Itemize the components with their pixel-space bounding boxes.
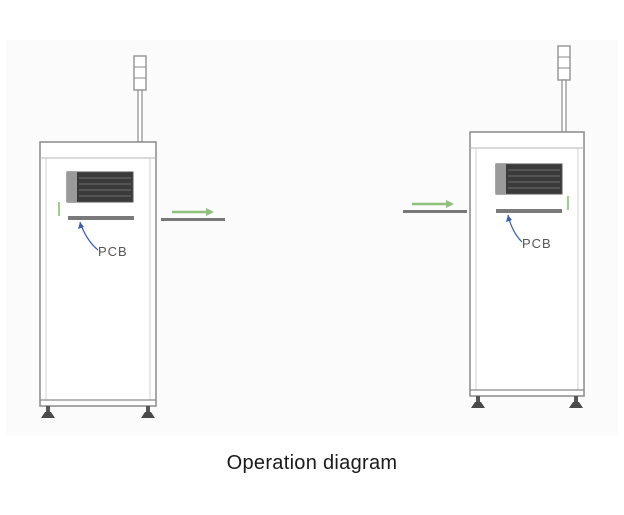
left-flow-arrow-icon — [172, 208, 214, 216]
left-pcb-label: PCB — [98, 244, 128, 259]
right-control-panel — [495, 163, 563, 195]
left-signal-tower-icon — [133, 55, 147, 143]
right-machine: PCB — [469, 45, 585, 408]
operation-diagram: PCB — [39, 45, 585, 418]
left-control-panel — [66, 171, 134, 203]
right-feet — [471, 396, 583, 408]
left-machine: PCB — [39, 55, 157, 418]
left-cabinet — [39, 141, 157, 407]
left-output-conveyor — [161, 218, 225, 221]
right-pcb-label: PCB — [522, 236, 552, 251]
right-input-conveyor — [403, 210, 467, 213]
left-pcb-board — [68, 216, 134, 220]
diagram-caption: Operation diagram — [226, 452, 398, 474]
right-pcb-board — [496, 209, 562, 213]
right-flow-arrow-icon — [412, 200, 454, 208]
left-feet — [41, 406, 155, 418]
